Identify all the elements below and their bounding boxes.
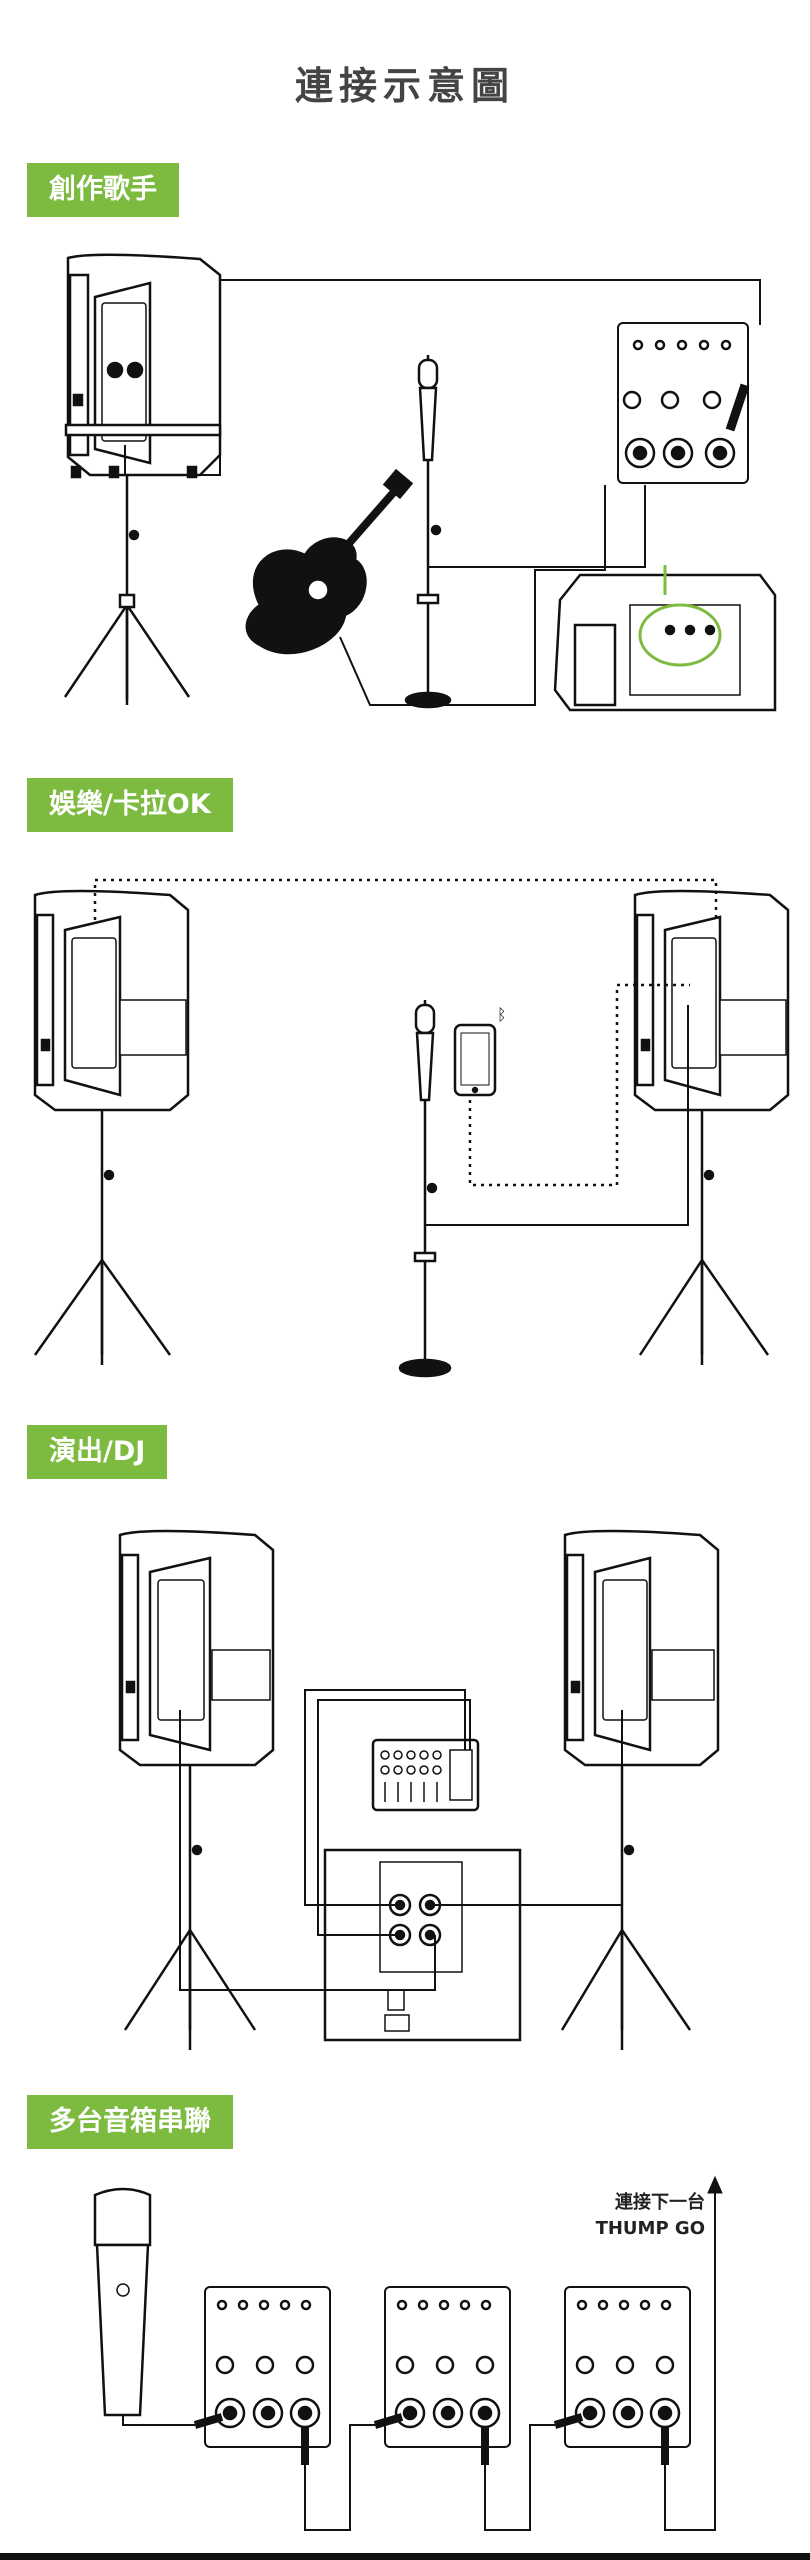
- guitar: [245, 468, 414, 655]
- speaker-lying: [553, 573, 777, 712]
- section-label-karaoke: 娛樂/卡拉OK: [27, 778, 233, 832]
- cable: [664, 2190, 716, 2531]
- diagram-daisy-chain: [93, 2175, 723, 2531]
- daisy-chain-note-line1: 連接下一台: [615, 2192, 705, 2213]
- speaker-panel-3: [564, 2286, 691, 2448]
- cable: [424, 1005, 689, 1226]
- mic-stand-base: [404, 691, 452, 709]
- speaker-panel-1: [204, 2286, 331, 2448]
- mic-stand-base: [398, 1358, 452, 1378]
- page-title: 連接示意圖: [294, 64, 515, 108]
- diagram-performance-dj: [118, 1529, 720, 2050]
- speaker-right: [633, 889, 790, 1112]
- speaker: [64, 253, 222, 479]
- cable: [124, 279, 761, 476]
- cable: [179, 1710, 436, 1991]
- speaker-left: [118, 1529, 275, 1767]
- bluetooth-icon: ᛒ: [497, 1005, 507, 1024]
- dj-mixer: [371, 1738, 480, 1812]
- subwoofer: [323, 1848, 522, 2042]
- cable: [427, 460, 646, 568]
- daisy-chain-note: 連接下一台 THUMP GO: [596, 2190, 705, 2242]
- wireless-link: [468, 983, 690, 1187]
- speaker-left: [33, 889, 190, 1112]
- speaker-panel-2: [384, 2286, 511, 2448]
- microphone: [414, 1003, 436, 1102]
- cable: [317, 1699, 471, 1936]
- diagram-karaoke: ᛒ: [33, 878, 790, 1378]
- section-label-performance-dj: 演出/DJ: [27, 1425, 168, 1479]
- microphone: [417, 358, 439, 462]
- phone: [453, 1023, 497, 1097]
- arrow-up-icon: [707, 2175, 723, 2194]
- mixer-panel: [617, 322, 749, 484]
- speaker-right: [563, 1529, 720, 1767]
- section-label-singer-songwriter: 創作歌手: [27, 163, 179, 217]
- cable: [304, 2424, 375, 2531]
- daisy-chain-note-line2: THUMP GO: [595, 2218, 705, 2239]
- cable: [484, 2424, 555, 2531]
- cable: [435, 1710, 623, 1906]
- cable: [304, 1689, 466, 1906]
- wireless-link: [93, 878, 718, 920]
- cable: [122, 2415, 195, 2426]
- stand-leg: [125, 604, 191, 698]
- microphone: [93, 2187, 152, 2417]
- footer-divider: [0, 2553, 810, 2560]
- link-highlight: [638, 603, 722, 667]
- diagram-singer-songwriter: [63, 253, 777, 712]
- cable: [339, 485, 606, 706]
- stand-leg: [63, 604, 129, 698]
- section-label-daisy-chain: 多台音箱串聯: [27, 2095, 233, 2149]
